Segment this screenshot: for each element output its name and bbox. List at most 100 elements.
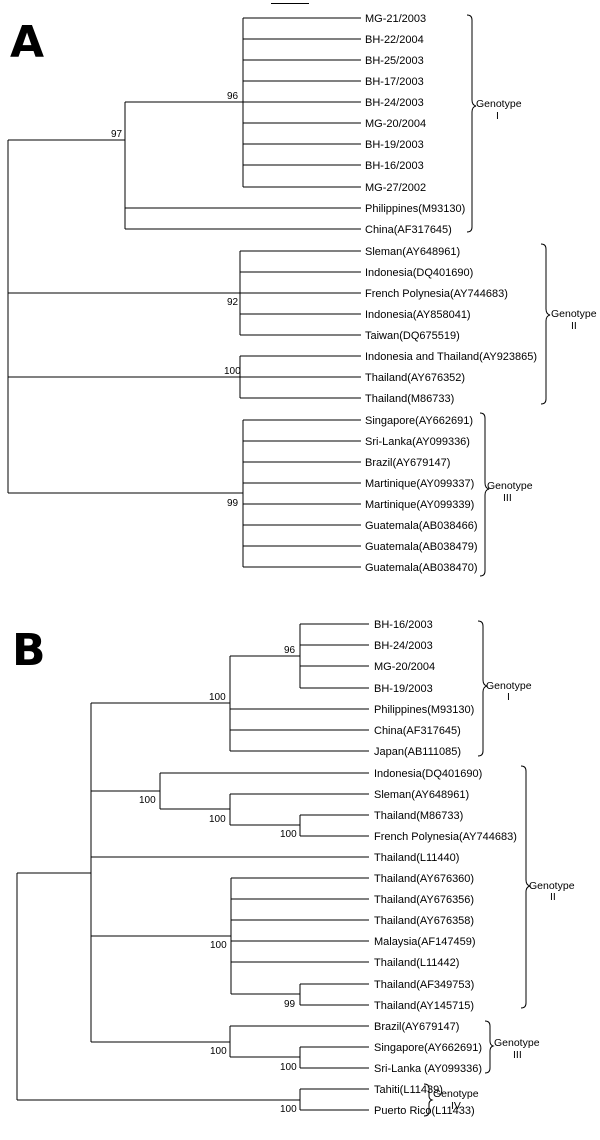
taxon-label: Guatemala(AB038470): [365, 562, 478, 574]
taxon-label: MG-20/2004: [374, 661, 435, 673]
taxon-label: BH-24/2003: [365, 97, 424, 109]
support-value: 100: [210, 1046, 227, 1057]
support-value: 99: [284, 999, 296, 1010]
taxon-label: BH-22/2004: [365, 34, 424, 46]
genotype-label: IV: [451, 1100, 461, 1112]
genotype-bracket: [466, 14, 477, 233]
taxon-label: Singapore(AY662691): [374, 1042, 482, 1054]
taxon-label: Thailand(AY676358): [374, 915, 474, 927]
taxon-label: French Polynesia(AY744683): [374, 831, 517, 843]
genotype-bracket: [423, 1083, 434, 1117]
support-value: 96: [284, 645, 296, 656]
genotype-bracket: [484, 1020, 495, 1074]
panel-b-branches: [16, 623, 369, 1111]
taxon-label: French Polynesia(AY744683): [365, 288, 508, 300]
genotype-label: I: [507, 691, 510, 703]
support-value: 100: [224, 366, 241, 377]
panel-b-genotype-brackets: Genotype I Genotype II Genotype III Geno…: [423, 620, 575, 1117]
taxon-label: BH-16/2003: [374, 619, 433, 631]
support-value: 100: [210, 940, 227, 951]
support-value: 100: [280, 1062, 297, 1073]
taxon-label: Guatemala(AB038466): [365, 520, 478, 532]
support-value: 100: [209, 814, 226, 825]
taxon-label: Thailand(L11440): [374, 852, 459, 864]
taxon-label: BH-16/2003: [365, 160, 424, 172]
genotype-label: Genotype: [494, 1037, 540, 1049]
taxon-label: Thailand(AF349753): [374, 979, 474, 991]
support-value: 100: [280, 1104, 297, 1115]
taxon-label: Singapore(AY662691): [365, 415, 473, 427]
taxon-label: Thailand(M86733): [374, 810, 463, 822]
taxon-label: Japan(AB111085): [374, 746, 461, 758]
taxon-label: Taiwan(DQ675519): [365, 330, 460, 342]
taxon-label: MG-20/2004: [365, 118, 426, 130]
taxon-label: Philippines(M93130): [374, 704, 474, 716]
taxon-label: Puerto Rico(L11433): [374, 1105, 475, 1117]
taxon-label: Thailand(AY676360): [374, 873, 474, 885]
genotype-bracket: [520, 765, 531, 1009]
genotype-label: Genotype: [486, 680, 532, 692]
genotype-bracket: [479, 412, 490, 577]
genotype-label: Genotype: [487, 480, 533, 492]
taxon-label: Tahiti(L11439): [374, 1084, 443, 1096]
genotype-bracket: [540, 243, 551, 405]
taxon-label: Indonesia(DQ401690): [365, 267, 473, 279]
panel-a-taxa: MG-21/2003 BH-22/2004 BH-25/2003 BH-17/2…: [365, 13, 537, 574]
taxon-label: Thailand(L11442): [374, 957, 459, 969]
support-value: 100: [280, 829, 297, 840]
genotype-label: II: [571, 320, 577, 332]
taxon-label: Thailand(AY676356): [374, 894, 474, 906]
support-value: 100: [209, 692, 226, 703]
support-value: 92: [227, 297, 239, 308]
taxon-label: Indonesia(AY858041): [365, 309, 471, 321]
taxon-label: Guatemala(AB038479): [365, 541, 478, 553]
taxon-label: Martinique(AY099339): [365, 499, 474, 511]
support-value: 97: [111, 129, 123, 140]
panel-b-support: 96 100 100 100 100 99 100 100 100 100: [139, 645, 297, 1115]
taxon-label: Indonesia and Thailand(AY923865): [365, 351, 537, 363]
genotype-label: III: [503, 492, 512, 504]
taxon-label: Brazil(AY679147): [365, 457, 450, 469]
taxon-label: BH-25/2003: [365, 55, 424, 67]
panel-a-genotype-brackets: Genotype I Genotype II Genotype III: [466, 14, 597, 577]
taxon-label: Malaysia(AF147459): [374, 936, 476, 948]
taxon-label: BH-19/2003: [365, 139, 424, 151]
taxon-label: MG-27/2002: [365, 182, 426, 194]
taxon-label: Sri-Lanka (AY099336): [374, 1063, 482, 1075]
panel-label-b: B: [12, 625, 46, 676]
genotype-label: Genotype: [551, 308, 597, 320]
taxon-label: Sleman(AY648961): [374, 789, 469, 801]
panel-a-branches: [7, 17, 361, 568]
taxon-label: Thailand(M86733): [365, 393, 454, 405]
genotype-bracket: [477, 620, 488, 757]
genotype-label: Genotype: [476, 98, 522, 110]
taxon-label: Thailand(AY145715): [374, 1000, 474, 1012]
taxon-label: BH-19/2003: [374, 683, 433, 695]
taxon-label: Sleman(AY648961): [365, 246, 460, 258]
taxon-label: BH-17/2003: [365, 76, 424, 88]
taxon-label: China(AF317645): [365, 224, 452, 236]
taxon-label: Martinique(AY099337): [365, 478, 474, 490]
genotype-label: I: [496, 110, 499, 122]
taxon-label: China(AF317645): [374, 725, 461, 737]
support-value: 100: [139, 795, 156, 806]
genotype-label: Genotype: [433, 1088, 479, 1100]
genotype-label: II: [550, 891, 556, 903]
taxon-label: Philippines(M93130): [365, 203, 465, 215]
support-value: 96: [227, 91, 239, 102]
taxon-label: Thailand(AY676352): [365, 372, 465, 384]
genotype-label: Genotype: [529, 880, 575, 892]
panel-b: B: [12, 619, 575, 1117]
panel-label-a: A: [10, 17, 44, 68]
support-value: 99: [227, 498, 239, 509]
panel-a-support: 96 97 92 100 99: [111, 91, 241, 509]
taxon-label: Brazil(AY679147): [374, 1021, 459, 1033]
taxon-label: MG-21/2003: [365, 13, 426, 25]
panel-b-taxa: BH-16/2003 BH-24/2003 MG-20/2004 BH-19/2…: [374, 619, 517, 1117]
panel-a: A MG-21/2003 BH-22/20: [7, 13, 597, 577]
genotype-label: III: [513, 1049, 522, 1061]
taxon-label: Indonesia(DQ401690): [374, 768, 482, 780]
taxon-label: BH-24/2003: [374, 640, 433, 652]
taxon-label: Sri-Lanka(AY099336): [365, 436, 470, 448]
